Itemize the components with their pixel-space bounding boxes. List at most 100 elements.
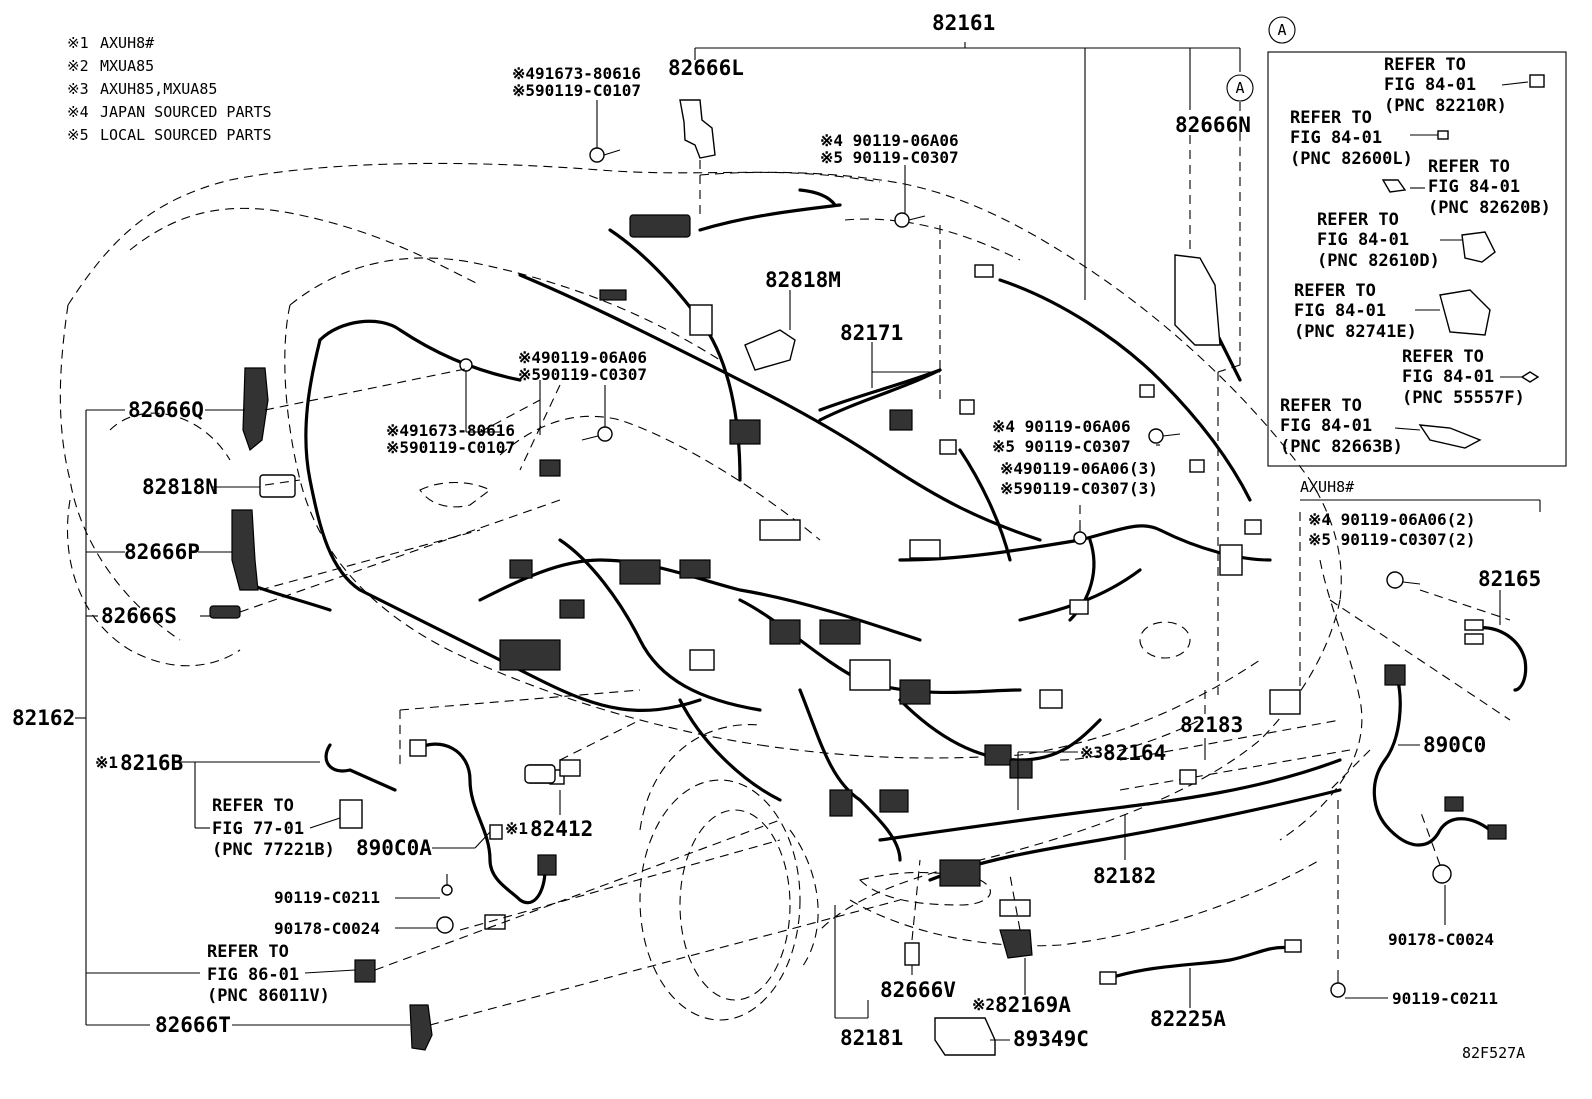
inset-ref-1-pnc: (PNC 82210R) — [1384, 96, 1507, 116]
inset-ref-5-fig: FIG 84-01 — [1294, 301, 1386, 321]
mark-82412: ※1 — [505, 819, 528, 838]
main-ref-1-pnc: (PNC 77221B) — [212, 840, 335, 860]
part-number-labels: 82161 82162 82666L 82666N 82666Q 82818N … — [12, 11, 1541, 1051]
inset-ref-2-title: REFER TO — [1290, 108, 1372, 128]
notes-legend: ※1 AXUH8# ※2 MXUA85 ※3 AXUH85,MXUA85 ※4 … — [67, 34, 272, 144]
callout-a-label: A — [1235, 79, 1244, 97]
inset-ref-7-fig: FIG 84-01 — [1280, 416, 1372, 436]
bracket-82666P — [231, 509, 259, 591]
main-ref-1-title: REFER TO — [212, 796, 294, 816]
vehicle-body-outline — [59, 162, 1363, 1021]
harness-connectors — [499, 214, 1301, 917]
note-1-mark: ※1 — [67, 34, 89, 52]
label-90178-C0024-left: 90178-C0024 — [274, 919, 380, 938]
note-5-text: LOCAL SOURCED PARTS — [100, 126, 272, 144]
label-82666Q: 82666Q — [128, 398, 204, 422]
mark-82164: ※3 — [1080, 743, 1103, 762]
label-82161: 82161 — [932, 11, 995, 35]
label-82412: 82412 — [530, 817, 593, 841]
axuh-label: AXUH8# — [1300, 478, 1354, 496]
fastener-3b: ※590119-C0307 — [518, 365, 647, 384]
mark-82169A: ※2 — [972, 995, 995, 1014]
bracket-82169A — [999, 929, 1033, 959]
inset-ref-3-pnc: (PNC 82620B) — [1428, 198, 1551, 218]
fastener-7a: ※4 90119-06A06(2) — [1308, 510, 1476, 529]
clip-82666V — [904, 942, 920, 966]
note-3-text: AXUH85,MXUA85 — [100, 80, 217, 98]
label-90119-C0211-right: 90119-C0211 — [1392, 989, 1498, 1008]
fastener-2b: ※5 90119-C0307 — [820, 148, 959, 167]
label-82183: 82183 — [1180, 713, 1243, 737]
callout-a-top: A — [1226, 74, 1254, 102]
note-3-mark: ※3 — [67, 80, 89, 98]
label-82162: 82162 — [12, 706, 75, 730]
diagram-id: 82F527A — [1462, 1044, 1525, 1062]
fastener-7b: ※5 90119-C0307(2) — [1308, 530, 1476, 549]
label-890C0A: 890C0A — [356, 836, 432, 860]
callout-a-inset: A — [1268, 16, 1296, 44]
inset-ref-2-pnc: (PNC 82600L) — [1290, 149, 1413, 169]
label-90178-C0024-right: 90178-C0024 — [1388, 930, 1494, 949]
label-90119-C0211-left: 90119-C0211 — [274, 888, 380, 907]
fastener-3a: ※490119-06A06 — [518, 348, 647, 367]
inset-ref-6-fig: FIG 84-01 — [1402, 367, 1494, 387]
mark-8216B: ※1 — [95, 753, 118, 772]
label-82666V: 82666V — [880, 978, 956, 1002]
relay-82818M — [744, 329, 796, 371]
inset-ref-4-pnc: (PNC 82610D) — [1317, 251, 1440, 271]
fastener-5a: ※4 90119-06A06 — [992, 417, 1131, 436]
inset-parts — [1381, 74, 1545, 449]
inset-ref-2-fig: FIG 84-01 — [1290, 128, 1382, 148]
inset-ref-4-fig: FIG 84-01 — [1317, 230, 1409, 250]
main-ref-2-pnc: (PNC 86011V) — [207, 986, 330, 1006]
fastener-labels: ※491673-80616 ※590119-C0107 ※4 90119-06A… — [386, 64, 1476, 549]
ref-part-86011V — [354, 959, 376, 983]
label-82225A: 82225A — [1150, 1007, 1226, 1031]
main-ref-2-fig: FIG 86-01 — [207, 965, 299, 985]
leader-lines — [75, 42, 1541, 1041]
inset-ref-7-title: REFER TO — [1280, 396, 1362, 416]
inset-ref-5-pnc: (PNC 82741E) — [1294, 322, 1417, 342]
fastener-4b: ※590119-C0107 — [386, 438, 515, 457]
relay-82818N — [259, 474, 296, 498]
fastener-1a: ※491673-80616 — [512, 64, 641, 83]
label-89349C: 89349C — [1013, 1027, 1089, 1051]
label-82666P: 82666P — [124, 540, 200, 564]
inset-ref-4-title: REFER TO — [1317, 210, 1399, 230]
inset-box — [1267, 51, 1567, 467]
note-5-mark: ※5 — [67, 126, 89, 144]
inset-ref-3-fig: FIG 84-01 — [1428, 177, 1520, 197]
label-82666S: 82666S — [101, 604, 177, 628]
label-82666N: 82666N — [1175, 113, 1251, 137]
label-82169A: 82169A — [995, 993, 1071, 1017]
fastener-6a: ※490119-06A06(3) — [1000, 459, 1158, 478]
clip-82666S — [209, 605, 241, 619]
inset-ref-5-title: REFER TO — [1294, 281, 1376, 301]
callout-a-inset-label: A — [1277, 21, 1286, 39]
fastener-6b: ※590119-C0307(3) — [1000, 479, 1158, 498]
label-82182: 82182 — [1093, 864, 1156, 888]
label-82165: 82165 — [1478, 567, 1541, 591]
inset-ref-6-pnc: (PNC 55557F) — [1402, 388, 1525, 408]
main-ref-2-title: REFER TO — [207, 942, 289, 962]
cover-89349C — [934, 1017, 996, 1056]
fastener-4a: ※491673-80616 — [386, 421, 515, 440]
label-82818N: 82818N — [142, 475, 218, 499]
note-4-mark: ※4 — [67, 103, 89, 121]
label-82181: 82181 — [840, 1026, 903, 1050]
bracket-82666Q — [242, 367, 269, 452]
label-82171: 82171 — [840, 321, 903, 345]
inset-ref-1-title: REFER TO — [1384, 55, 1466, 75]
inset-ref-7-pnc: (PNC 82663B) — [1280, 437, 1403, 457]
note-1-text: AXUH8# — [100, 34, 154, 52]
note-2-text: MXUA85 — [100, 57, 154, 75]
label-82666T: 82666T — [155, 1013, 231, 1037]
bracket-82666N — [1174, 254, 1221, 346]
inset-refs: REFER TO FIG 84-01 (PNC 82210R) REFER TO… — [1280, 55, 1551, 457]
inset-ref-6-title: REFER TO — [1402, 347, 1484, 367]
bracket-82666T — [409, 1004, 433, 1051]
fastener-5b: ※5 90119-C0307 — [992, 437, 1131, 456]
fastener-1b: ※590119-C0107 — [512, 81, 641, 100]
